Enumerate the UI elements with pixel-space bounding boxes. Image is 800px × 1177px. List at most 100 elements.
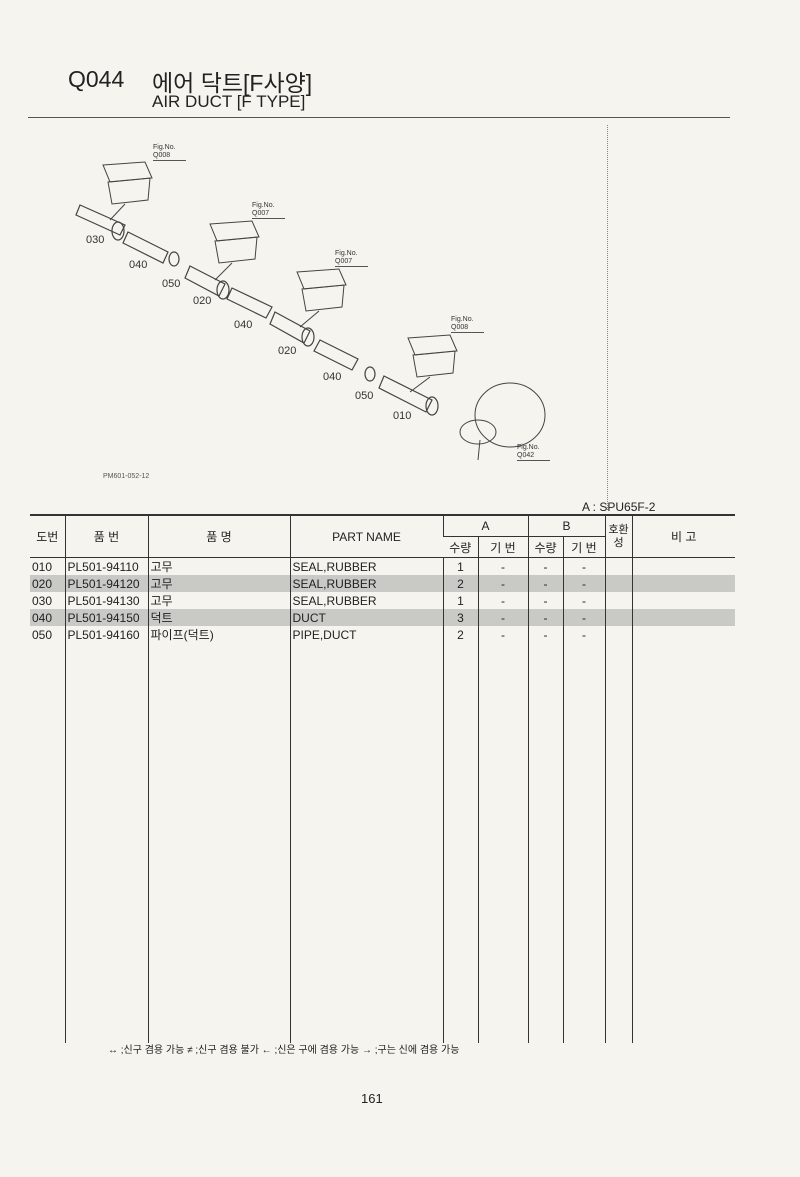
callout: 020 <box>193 295 212 307</box>
empty-cell <box>562 643 605 1043</box>
col-part-name: PART NAME <box>289 514 443 558</box>
callout: 040 <box>129 259 148 271</box>
cell-b-serial: - <box>562 592 605 609</box>
title-english: AIR DUCT [F TYPE] <box>152 92 306 111</box>
cell-b-qty: - <box>527 609 563 626</box>
cell-remarks <box>631 626 735 643</box>
col-remarks: 비 고 <box>631 514 735 558</box>
cell-part-name: SEAL,RUBBER <box>289 557 443 575</box>
margin-dotted-line <box>607 125 608 510</box>
cell-compat <box>604 592 632 609</box>
cell-part-no: PL501-94160 <box>64 626 148 643</box>
cell-b-qty: - <box>527 592 563 609</box>
col-a-qty: 수량 <box>443 536 478 558</box>
cell-name-ko: 고무 <box>147 592 290 609</box>
blower-unit-2 <box>209 220 260 281</box>
cell-a-serial: - <box>477 575 528 592</box>
cell-part-name: DUCT <box>289 609 443 626</box>
cell-ref: 050 <box>32 627 53 642</box>
empty-cell <box>631 643 735 1043</box>
fig-ref-2: Fig.No.Q007 <box>252 202 285 219</box>
fig-ref-5: Fig.No.Q042 <box>517 444 550 461</box>
cell-ref: 030 <box>32 593 53 608</box>
empty-cell <box>442 643 478 1043</box>
header-rule <box>28 117 730 118</box>
empty-cell <box>527 643 563 1043</box>
cell-ref: 040 <box>30 609 65 626</box>
callout: 050 <box>355 390 374 402</box>
title-korean: 에어 닥트[F사양] <box>152 70 313 96</box>
cell-a-qty: 1 <box>442 557 478 575</box>
cell-b-serial: - <box>562 626 605 643</box>
cell-part-no: PL501-94110 <box>64 557 148 575</box>
col-part-no: 품 번 <box>64 514 148 558</box>
cell-a-qty: 3 <box>442 609 478 626</box>
exploded-diagram <box>75 161 546 461</box>
cell-remarks <box>631 609 735 626</box>
cell-part-no: PL501-94150 <box>64 609 148 626</box>
fig-ref-3: Fig.No.Q007 <box>335 250 368 267</box>
cell-b-qty: - <box>527 557 563 575</box>
col-b-qty: 수량 <box>527 536 563 558</box>
cell-ref: 010 <box>32 559 53 574</box>
model-note: A : SPU65F-2 <box>582 500 656 514</box>
cell-name-ko: 고무 <box>147 557 290 575</box>
cell-name-ko: 파이프(덕트) <box>147 626 290 643</box>
cell-a-serial: - <box>477 557 528 575</box>
section-code: Q044 <box>68 66 125 92</box>
cell-part-name: SEAL,RUBBER <box>289 575 443 592</box>
cell-compat <box>604 609 632 626</box>
cell-remarks <box>631 557 735 575</box>
fan-motor <box>459 382 546 461</box>
cell-b-serial: - <box>562 575 605 592</box>
empty-cell <box>64 643 148 1043</box>
parts-table: 도번 품 번 품 명 PART NAME A B 호환성 비 고 수량 기 번 … <box>30 514 735 1043</box>
blower-unit-1 <box>102 161 153 221</box>
fig-ref-4: Fig.No.Q008 <box>451 316 484 333</box>
cell-b-serial: - <box>562 609 605 626</box>
cell-ref: 020 <box>30 575 65 592</box>
cell-remarks <box>631 575 735 592</box>
callout: 020 <box>278 345 297 357</box>
col-group-a: A <box>442 514 528 537</box>
cell-b-qty: - <box>527 626 563 643</box>
callout: 040 <box>323 371 342 383</box>
empty-cell <box>604 643 632 1043</box>
blower-unit-4 <box>407 334 458 393</box>
callout: 040 <box>234 319 253 331</box>
cell-part-name: SEAL,RUBBER <box>289 592 443 609</box>
col-group-b: B <box>527 514 605 537</box>
cell-a-serial: - <box>477 609 528 626</box>
empty-cell <box>147 643 290 1043</box>
fig-ref-1: Fig.No.Q008 <box>153 144 186 161</box>
cell-compat <box>604 626 632 643</box>
compatibility-legend: ↔ ;신구 겸용 가능 ≠ ;신구 겸용 불가 ← ;신은 구에 겸용 가능 →… <box>108 1045 460 1056</box>
cell-a-serial: - <box>477 626 528 643</box>
cell-part-no: PL501-94120 <box>64 575 148 592</box>
cell-a-qty: 2 <box>442 626 478 643</box>
empty-cell <box>30 643 65 1043</box>
page-number: 161 <box>361 1091 383 1106</box>
callout: 050 <box>162 278 181 290</box>
blower-unit-3 <box>296 268 347 328</box>
cell-a-qty: 2 <box>442 575 478 592</box>
cell-compat <box>604 557 632 575</box>
empty-cell <box>289 643 443 1043</box>
col-ref: 도번 <box>30 514 65 558</box>
cell-a-qty: 1 <box>442 592 478 609</box>
cell-a-serial: - <box>477 592 528 609</box>
callout: 030 <box>86 234 105 246</box>
cell-compat <box>604 575 632 592</box>
cell-b-serial: - <box>562 557 605 575</box>
col-compat: 호환성 <box>604 514 632 558</box>
cell-part-name: PIPE,DUCT <box>289 626 443 643</box>
col-a-serial: 기 번 <box>477 536 528 558</box>
callout: 010 <box>393 410 412 422</box>
cell-name-ko: 덕트 <box>147 609 290 626</box>
